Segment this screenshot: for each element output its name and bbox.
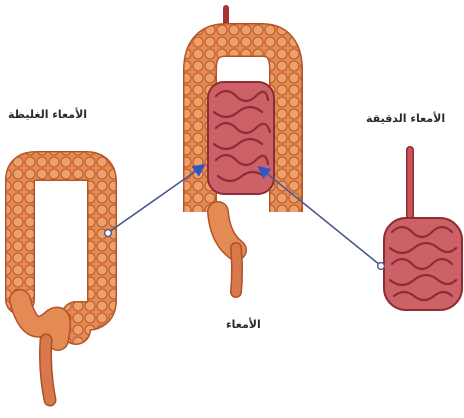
- large-intestine-label: الأمعاء الغليظة: [8, 108, 87, 121]
- small-intestine-label: الأمعاء الدقيقة: [366, 112, 445, 125]
- pointer-small-intestine: [260, 168, 384, 269]
- small-intestine-illustration: [384, 150, 462, 310]
- intestines-illustration: [200, 8, 286, 292]
- large-intestine-illustration: [20, 166, 102, 400]
- intestines-label: الأمعاء: [226, 318, 261, 331]
